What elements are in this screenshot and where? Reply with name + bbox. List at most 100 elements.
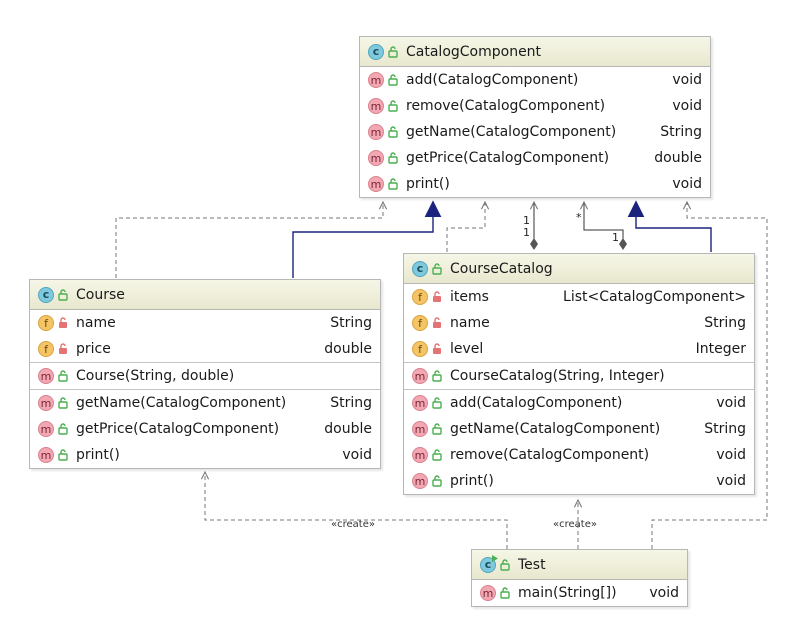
public-visibility-icon xyxy=(58,288,68,301)
public-visibility-icon xyxy=(432,397,442,409)
member-name: main(String[]) xyxy=(518,585,617,601)
member-type: Integer xyxy=(695,341,746,357)
member-name: getPrice(CatalogComponent) xyxy=(76,421,280,437)
constructor-row[interactable]: m Course(String, double) xyxy=(30,363,380,389)
member-name: getName(CatalogComponent) xyxy=(450,421,661,437)
method-icon: m xyxy=(38,421,54,437)
member-type: void xyxy=(342,447,372,463)
runnable-class-icon: c xyxy=(480,554,498,573)
aggregation-diamond-1 xyxy=(530,238,538,250)
aggregation-diamond-2 xyxy=(619,238,627,250)
class-header[interactable]: c Test xyxy=(472,550,687,580)
private-visibility-icon xyxy=(432,317,442,329)
member-type: String xyxy=(330,395,372,411)
public-visibility-icon xyxy=(58,397,68,409)
member-name: getPrice(CatalogComponent) xyxy=(406,150,610,166)
member-name: add(CatalogComponent) xyxy=(406,72,579,88)
method-row[interactable]: m getName(CatalogComponent) String xyxy=(404,416,754,442)
public-visibility-icon xyxy=(432,475,442,487)
create-label-left: «create» xyxy=(331,519,375,530)
field-icon: f xyxy=(412,315,428,331)
private-visibility-icon xyxy=(432,291,442,303)
member-name: print() xyxy=(450,473,494,489)
member-name: add(CatalogComponent) xyxy=(450,395,623,411)
method-row[interactable]: m print() void xyxy=(30,442,380,468)
member-type: String xyxy=(704,421,746,437)
member-name: print() xyxy=(406,176,450,192)
field-icon: f xyxy=(412,341,428,357)
field-icon: f xyxy=(38,341,54,357)
public-visibility-icon xyxy=(500,587,510,599)
field-row[interactable]: f level Integer xyxy=(404,336,754,362)
public-visibility-icon xyxy=(388,178,398,190)
private-visibility-icon xyxy=(58,317,68,329)
method-icon: m xyxy=(412,395,428,411)
member-name: name xyxy=(76,315,116,331)
class-name: CatalogComponent xyxy=(406,43,542,60)
member-name: price xyxy=(76,341,111,357)
method-icon: m xyxy=(412,421,428,437)
member-name: getName(CatalogComponent) xyxy=(406,124,617,140)
member-type: void xyxy=(672,98,702,114)
multiplicity-one-a: 1 xyxy=(523,214,530,227)
member-name: Course(String, double) xyxy=(76,368,235,384)
class-name: Test xyxy=(518,556,546,573)
test-creates-course-line xyxy=(205,472,508,549)
method-row[interactable]: m getPrice(CatalogComponent) double xyxy=(30,416,380,442)
public-visibility-icon xyxy=(58,423,68,435)
constructors-section: m Course(String, double) xyxy=(30,363,380,390)
method-icon: m xyxy=(368,124,384,140)
public-visibility-icon xyxy=(388,152,398,164)
member-type: double xyxy=(324,421,372,437)
member-type: String xyxy=(330,315,372,331)
class-icon: c xyxy=(38,286,54,303)
public-visibility-icon xyxy=(388,45,398,58)
class-catalog-component[interactable]: c CatalogComponent m add(CatalogComponent… xyxy=(359,36,711,198)
public-visibility-icon xyxy=(500,558,510,571)
member-name: name xyxy=(450,315,490,331)
member-name: remove(CatalogComponent) xyxy=(406,98,606,114)
method-icon: m xyxy=(38,368,54,384)
field-icon: f xyxy=(412,289,428,305)
class-header[interactable]: c CourseCatalog xyxy=(404,254,754,284)
member-type: void xyxy=(649,585,679,601)
class-name: Course xyxy=(76,286,125,303)
method-icon: m xyxy=(368,98,384,114)
member-name: print() xyxy=(76,447,120,463)
public-visibility-icon xyxy=(388,126,398,138)
private-visibility-icon xyxy=(58,343,68,355)
method-icon: m xyxy=(368,72,384,88)
member-type: List<CatalogComponent> xyxy=(563,289,746,305)
class-header[interactable]: c CatalogComponent xyxy=(360,37,710,67)
member-name: level xyxy=(450,341,484,357)
public-visibility-icon xyxy=(388,100,398,112)
method-row[interactable]: m remove(CatalogComponent) void xyxy=(360,93,710,119)
public-visibility-icon xyxy=(432,262,442,275)
class-header[interactable]: c Course xyxy=(30,280,380,310)
public-visibility-icon xyxy=(432,449,442,461)
method-icon: m xyxy=(38,447,54,463)
test-uses-component-line xyxy=(651,202,768,549)
